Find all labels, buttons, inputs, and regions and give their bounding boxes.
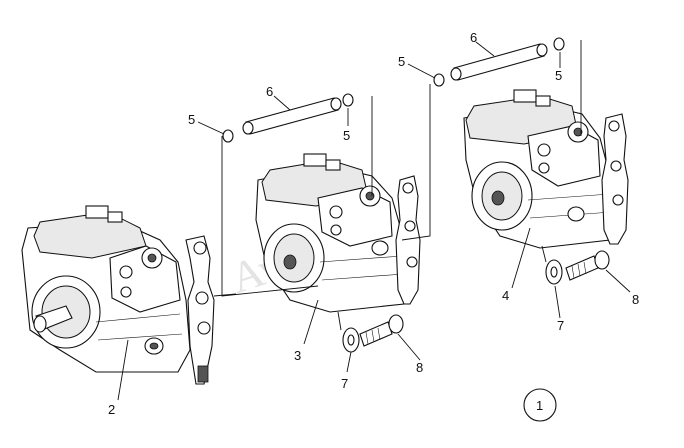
sheet-number-badge: 1 — [523, 388, 557, 422]
sheet-number: 1 — [536, 398, 543, 413]
leader-lines — [117, 41, 631, 401]
callout-4: 4 — [502, 288, 509, 303]
callout-5-right: 5 — [398, 54, 405, 69]
callout-7-right: 7 — [557, 318, 564, 333]
callout-5-mid: 5 — [343, 128, 350, 143]
tube-6-right — [450, 43, 548, 81]
bolt-8-left — [359, 314, 404, 347]
callout-5-far-right: 5 — [555, 68, 562, 83]
callout-7-left: 7 — [341, 376, 348, 391]
pump-4 — [463, 89, 629, 249]
callout-8-right: 8 — [632, 292, 639, 307]
callout-6-right: 6 — [470, 30, 477, 45]
bolt-8-right — [565, 250, 610, 281]
callout-3: 3 — [294, 348, 301, 363]
pump-2 — [21, 205, 215, 385]
callout-8-left: 8 — [416, 360, 423, 375]
washer-7-right — [545, 259, 563, 285]
callout-6-left: 6 — [266, 84, 273, 99]
pump-3 — [255, 153, 421, 313]
washer-7-left — [342, 327, 360, 353]
o-rings-5 — [222, 37, 565, 143]
callout-5-left: 5 — [188, 112, 195, 127]
callout-labels: 2 3 4 5 5 5 5 6 6 7 7 8 8 — [108, 30, 639, 417]
tube-6-left — [242, 97, 342, 135]
callout-2: 2 — [108, 402, 115, 417]
assembly-lines — [213, 40, 582, 331]
